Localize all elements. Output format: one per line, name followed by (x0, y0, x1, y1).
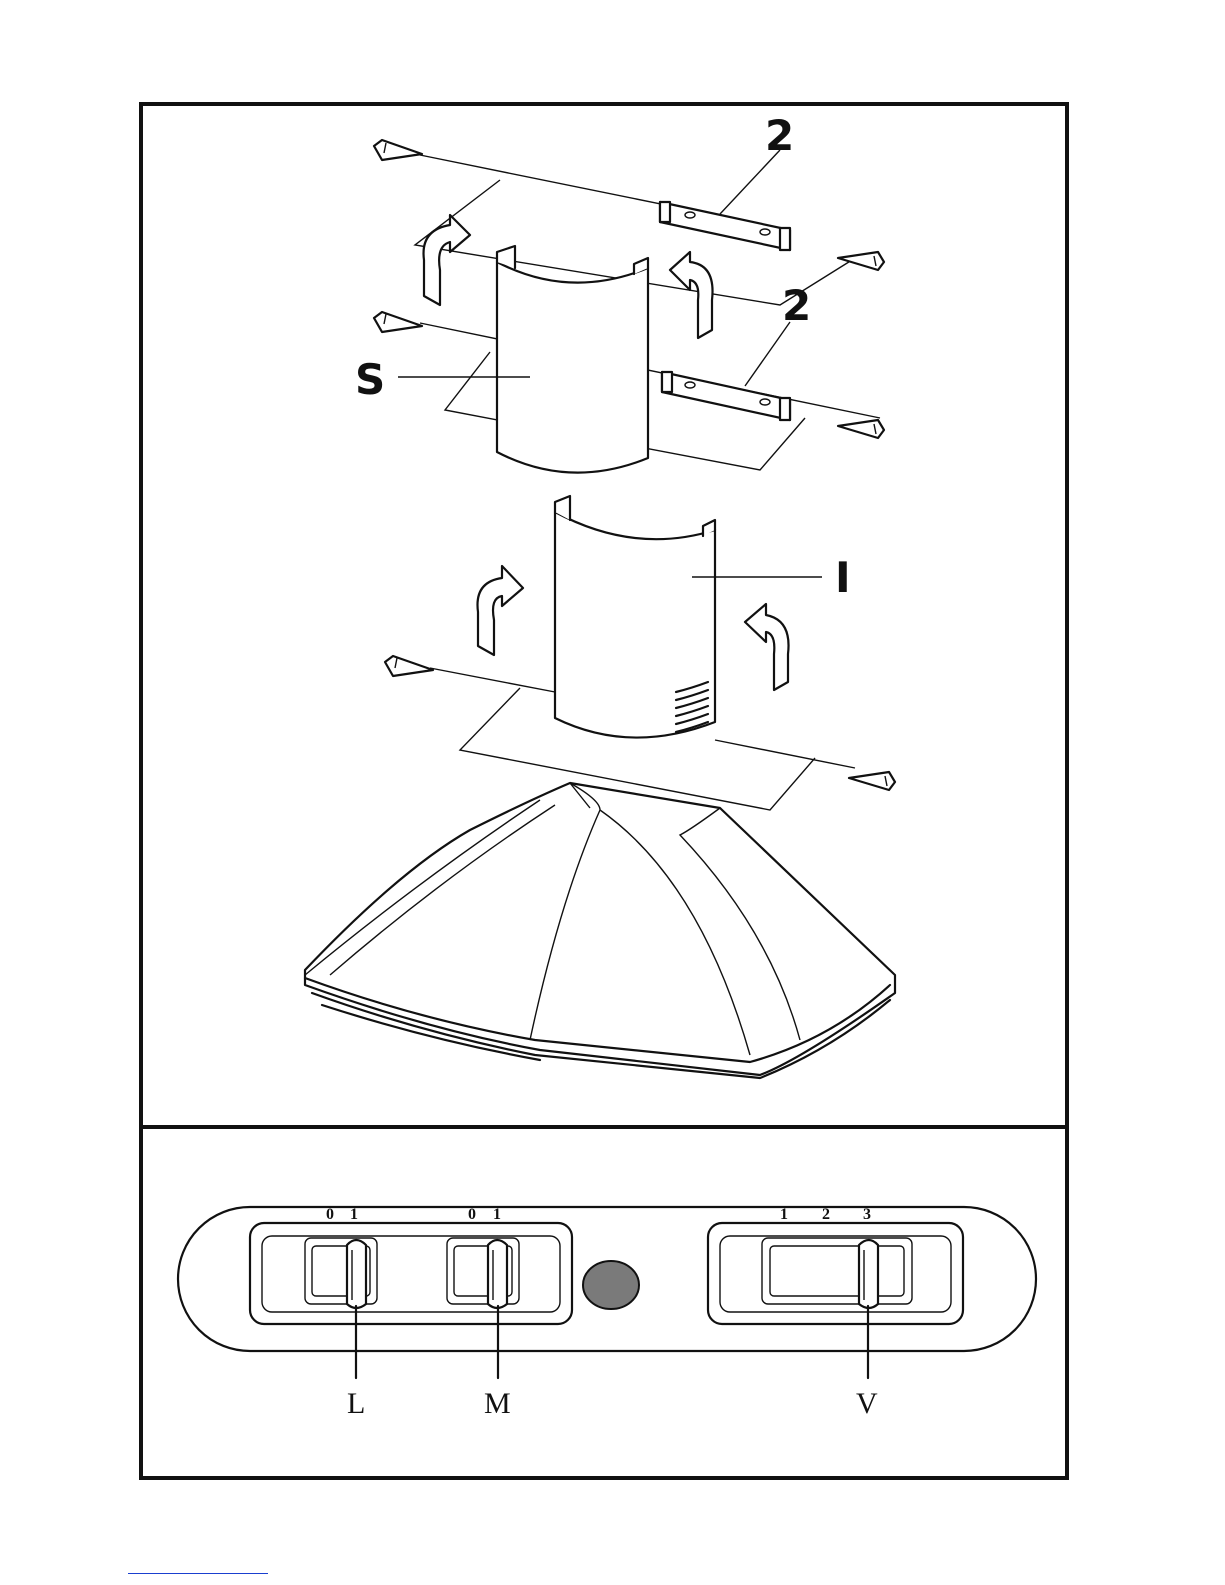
motor-switch-label: M (484, 1387, 511, 1420)
speed-scale-1: 1 (780, 1206, 788, 1223)
screw (849, 772, 895, 790)
light-scale-off: 0 (326, 1206, 334, 1223)
hood-canopy (305, 783, 895, 1078)
callout-lower-cover: I (835, 553, 851, 602)
link-underline[interactable] (128, 1573, 268, 1574)
bracket-lower (662, 372, 790, 420)
rotate-arrow-icon (670, 252, 713, 338)
screw (385, 656, 433, 676)
callout-upper-cover: S (355, 355, 385, 404)
indicator-lamp (583, 1261, 639, 1309)
callout-bracket-lower: 2 (782, 281, 811, 330)
light-switch-label: L (347, 1387, 365, 1420)
light-scale-on: 1 (350, 1206, 358, 1223)
callout-bracket-upper: 2 (765, 111, 794, 160)
rotate-arrow-icon (478, 566, 524, 655)
screw (374, 140, 422, 160)
upper-chimney-cover (497, 246, 648, 473)
screw (838, 252, 884, 270)
motor-scale-on: 1 (493, 1206, 501, 1223)
motor-scale-off: 0 (468, 1206, 476, 1223)
control-panel (178, 1207, 1036, 1378)
speed-scale-3: 3 (863, 1206, 871, 1223)
callout-leader (745, 322, 790, 386)
speed-scale-2: 2 (822, 1206, 830, 1223)
screw (838, 420, 884, 438)
lower-chimney-cover (555, 496, 715, 738)
speed-switch-label: V (856, 1387, 878, 1420)
rotate-arrow-icon (424, 215, 470, 305)
rotate-arrow-icon (745, 604, 789, 690)
screw (374, 312, 422, 332)
